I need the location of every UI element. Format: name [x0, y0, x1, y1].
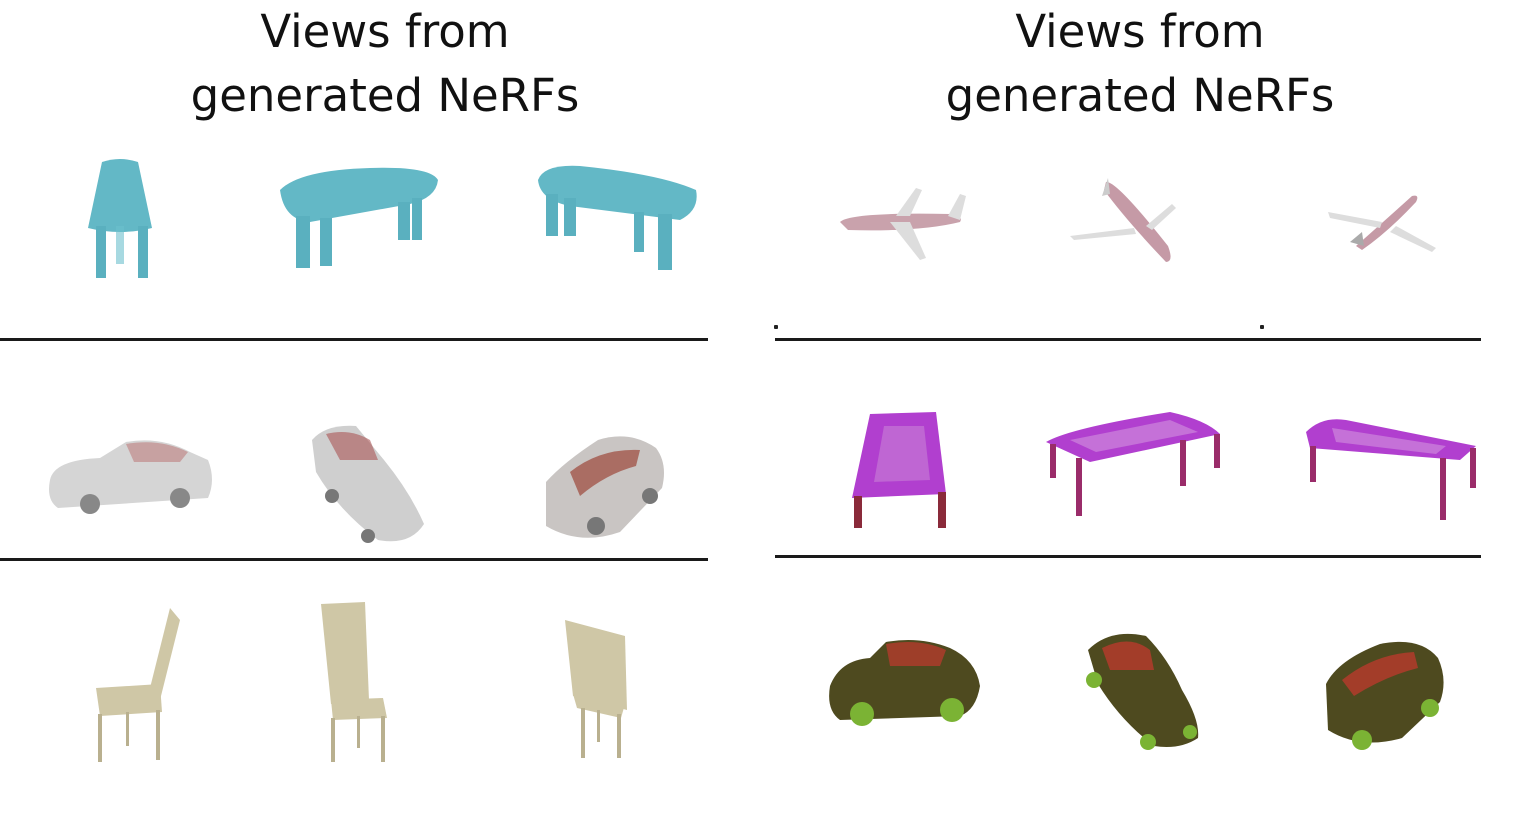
purple-table-view-2	[1030, 390, 1250, 550]
teal-table-view-3	[510, 140, 730, 300]
olive-car-view-1	[800, 610, 1020, 770]
beige-chair-icon	[565, 620, 627, 758]
right-column-title: Views from generated NeRFs	[860, 0, 1420, 128]
gray-car-icon	[546, 436, 664, 538]
left-divider-2	[0, 558, 708, 561]
airplane-icon	[1328, 195, 1436, 252]
right-title-line2: generated NeRFs	[945, 69, 1335, 122]
purple-table-view-1	[790, 390, 1010, 550]
teal-table-icon	[88, 159, 152, 278]
purple-table-view-3	[1276, 390, 1496, 550]
airplane-view-1	[800, 150, 1020, 310]
gray-car-view-1	[30, 400, 250, 560]
airplane-icon	[840, 188, 966, 260]
beige-chair-view-2	[265, 600, 485, 762]
gray-car-icon	[312, 425, 424, 543]
beige-chair-view-3	[525, 600, 745, 760]
beige-chair-icon	[96, 608, 180, 762]
left-divider-1	[0, 338, 708, 341]
teal-table-view-2	[250, 140, 470, 300]
left-title-line1: Views from	[260, 5, 510, 58]
olive-car-icon	[829, 640, 980, 726]
left-title-line2: generated NeRFs	[190, 69, 580, 122]
right-title-line1: Views from	[1015, 5, 1265, 58]
teal-table-icon	[538, 165, 697, 270]
olive-car-icon	[1086, 633, 1199, 750]
purple-table-icon	[1306, 419, 1476, 520]
teal-table-icon	[280, 167, 438, 268]
gray-car-view-3	[510, 400, 730, 560]
right-divider-2	[775, 555, 1481, 558]
olive-car-view-2	[1050, 620, 1270, 780]
airplane-view-2	[1040, 150, 1260, 310]
right-divider-1	[775, 338, 1481, 341]
gray-car-icon	[49, 440, 212, 514]
gray-car-view-2	[260, 400, 480, 560]
left-column-title: Views from generated NeRFs	[105, 0, 665, 128]
airplane-view-3	[1290, 150, 1510, 310]
marker-dot	[1260, 325, 1264, 329]
airplane-icon	[1070, 178, 1176, 262]
purple-table-icon	[1046, 412, 1220, 516]
beige-chair-view-1	[30, 600, 250, 762]
olive-car-view-3	[1290, 610, 1510, 770]
marker-dot	[774, 325, 778, 329]
olive-car-icon	[1326, 641, 1444, 750]
teal-table-view-1	[20, 140, 240, 300]
purple-table-icon	[852, 412, 946, 528]
beige-chair-icon	[321, 602, 387, 762]
